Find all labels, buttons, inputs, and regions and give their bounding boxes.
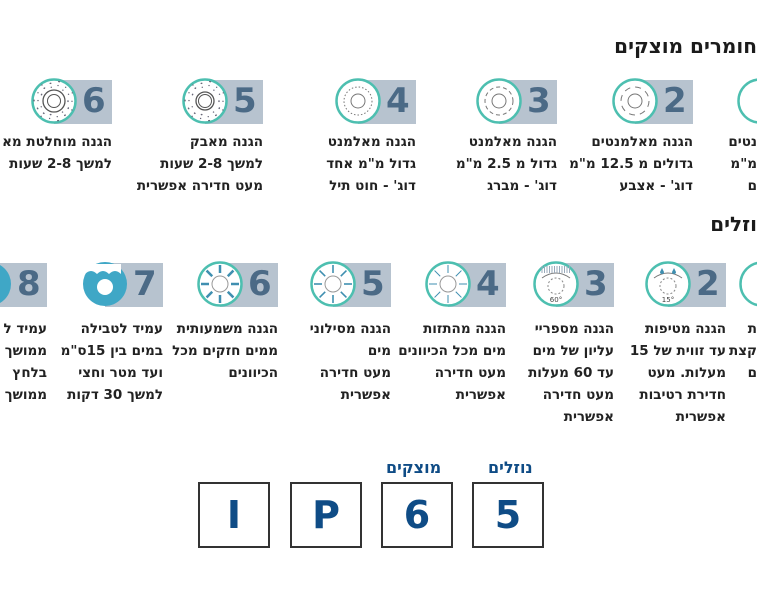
partial-icon <box>736 77 757 125</box>
splash-icon <box>424 260 472 308</box>
description-line: למשך 2-8 שעות <box>9 156 112 172</box>
description-line: הגנה מאלמנטים <box>591 134 693 150</box>
rating-number: 2 <box>663 81 687 121</box>
description-line: אפשרית <box>563 409 614 425</box>
description-line: הגנה מהתזות <box>423 321 506 337</box>
immerse-icon <box>81 260 129 308</box>
rating-number: 3 <box>584 264 608 304</box>
description-line: ם <box>747 365 757 381</box>
code-box-liquids: 5 <box>472 482 544 548</box>
rating-number: 3 <box>527 81 551 121</box>
rating-number: 7 <box>133 264 157 304</box>
rating-number: 4 <box>476 264 500 304</box>
description-line: למשך 2-8 שעות <box>160 156 263 172</box>
description-line: ת <box>747 321 757 337</box>
description-line: הגנה מסילוני <box>309 321 391 337</box>
svg-text:15°: 15° <box>662 296 674 304</box>
description-line: מעלות. מעט <box>647 365 726 381</box>
description-line: חדירת רטיבות <box>639 387 726 403</box>
rating-description: הגנה מוחלטת מא למשך 2-8 שעות <box>2 131 112 175</box>
description-line: מים <box>367 343 391 359</box>
description-line: במים בין 15ס"מ <box>60 343 163 359</box>
description-line: עמיד לטבילה <box>80 321 163 337</box>
rating-description: הגנה מסילוני מים מעט חדירה אפשרית <box>310 318 391 406</box>
description-line: הגנה מספריי <box>534 321 614 337</box>
rating-number: 6 <box>248 264 272 304</box>
description-line: גדולים מ 12.5 מ"מ <box>569 156 693 172</box>
description-line: קצת <box>729 343 757 359</box>
partial-icon <box>738 260 757 308</box>
description-line: מעט חדירה <box>542 387 614 403</box>
code-box-i: I <box>198 482 270 548</box>
description-line: אפשרית <box>455 387 506 403</box>
rating-description: הגנה מאלמנטים גדולים מ 12.5 מ"מ דוג' - אצב… <box>569 131 693 197</box>
rating-description: הגנה מאלמנט גדול מ"מ אחד דוג' - חוט תיל <box>326 131 416 197</box>
jets-icon <box>309 260 357 308</box>
description-line: עד 60 מעלות <box>528 365 614 381</box>
description-line: דוג' - מברג <box>487 178 557 194</box>
description-line: הגנה משמעותית <box>176 321 278 337</box>
description-line: אפשרית <box>340 387 391 403</box>
wire-icon <box>334 77 382 125</box>
description-line: גדול מ 2.5 מ"מ <box>455 156 557 172</box>
dust-tight-icon <box>30 77 78 125</box>
rating-description: הגנה מהתזות מים מכל הכיוונים מעט חדירה אפשר… <box>398 318 506 406</box>
solids-title: חומרים מוצקים <box>614 34 757 58</box>
description-line: מ"מ <box>730 156 757 172</box>
description-line: מעט חדירה <box>434 365 506 381</box>
description-line: למשך 30 דקות <box>67 387 163 403</box>
description-line: ממושך <box>4 343 47 359</box>
description-line: הגנה מטיפות <box>644 321 726 337</box>
rating-number: 5 <box>233 81 257 121</box>
description-line: דוג' - חוט תיל <box>329 178 416 194</box>
description-line: נטים <box>728 134 757 150</box>
description-line: אפשרית <box>675 409 726 425</box>
description-line: דוג' - אצבע <box>619 178 693 194</box>
description-line: מעט חדירה אפשרית <box>136 178 263 194</box>
description-line: ועד מטר וחצי <box>78 365 163 381</box>
rating-number: 4 <box>386 81 410 121</box>
description-line: ממושך <box>4 387 47 403</box>
description-line: בלחץ <box>12 365 47 381</box>
description-line: הגנה מוחלטת מא <box>2 134 112 150</box>
rating-description: הגנה מאלמנט גדול מ 2.5 מ"מ דוג' - מברג <box>456 131 557 197</box>
description-line: הגנה מאבק <box>189 134 263 150</box>
description-line: הגנה מאלמנט <box>468 134 557 150</box>
rating-number: 2 <box>696 264 720 304</box>
liquids-title: וזלים <box>710 212 757 236</box>
jets-strong-icon <box>196 260 244 308</box>
rating-description: הגנה מספריי עליון של מים עד 60 מעלות מעט חד… <box>528 318 614 428</box>
drops-icon: 15° <box>644 260 692 308</box>
description-line: מים מכל הכיוונים <box>398 343 506 359</box>
description-line: גדול מ"מ אחד <box>326 156 416 172</box>
rating-number: 6 <box>82 81 106 121</box>
description-line: עליון של מים <box>532 343 614 359</box>
description-line: עמיד ל <box>3 321 47 337</box>
spray-icon: 60° <box>532 260 580 308</box>
solids-label: מוצקים <box>386 458 442 477</box>
rating-description: עמיד ל ממושך בלחץ ממושך <box>3 318 47 406</box>
description-line: ממים חזקים מכל <box>172 343 278 359</box>
code-box-solids: 6 <box>381 482 453 548</box>
description-line: עד זווית של 15 <box>629 343 726 359</box>
rating-description: הגנה מאבק למשך 2-8 שעות מעט חדירה אפשרית <box>137 131 263 197</box>
rating-number: 8 <box>17 264 41 304</box>
rating-description: נטים מ"מ ם <box>728 131 757 197</box>
rating-description: עמיד לטבילה במים בין 15ס"מ ועד מטר וחצי למש… <box>61 318 163 406</box>
rating-description: הגנה מטיפות עד זווית של 15 מעלות. מעט חדירת… <box>630 318 726 428</box>
description-line: הכיוונים <box>228 365 278 381</box>
rating-description: ת קצת ם <box>729 318 757 384</box>
submerge-icon <box>0 260 13 308</box>
finger-icon <box>611 77 659 125</box>
description-line: הגנה מאלמנט <box>327 134 416 150</box>
tool-icon <box>475 77 523 125</box>
code-box-p: P <box>290 482 362 548</box>
dust-icon <box>181 77 229 125</box>
rating-number: 5 <box>361 264 385 304</box>
svg-text:60°: 60° <box>550 296 562 304</box>
description-line: מעט חדירה <box>319 365 391 381</box>
rating-description: הגנה משמעותית ממים חזקים מכל הכיוונים <box>172 318 278 384</box>
liquids-label: נוזלים <box>488 458 533 477</box>
description-line: ם <box>747 178 757 194</box>
